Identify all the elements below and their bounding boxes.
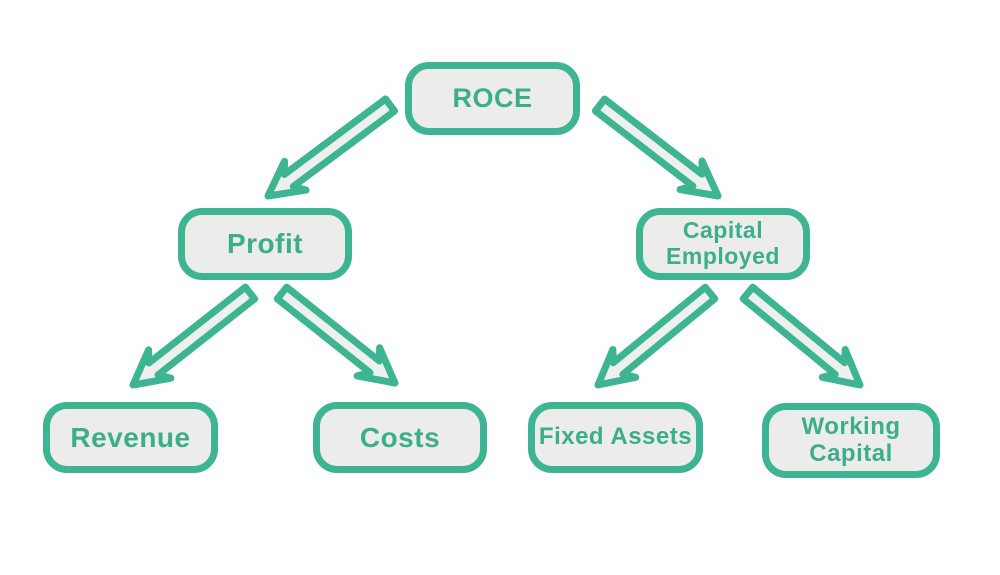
node-working-capital: Working Capital (762, 403, 940, 478)
arrow-capital_employed-to-working_capital (739, 283, 864, 389)
node-fixed-assets-label: Fixed Assets (538, 423, 693, 451)
arrow-profit-to-revenue (129, 283, 259, 389)
node-roce: ROCE (405, 62, 580, 135)
node-capital-employed-label: Capital Employed (666, 217, 780, 269)
node-fixed-assets: Fixed Assets (528, 402, 703, 473)
node-revenue: Revenue (43, 402, 218, 473)
node-capital-employed: Capital Employed (636, 208, 810, 280)
node-working-capital-label: Working Capital (801, 412, 901, 467)
arrow-roce-to-profit (264, 95, 398, 200)
arrow-capital_employed-to-fixed_assets (594, 283, 719, 389)
node-costs-label: Costs (359, 421, 441, 453)
arrow-roce-to-capital_employed (591, 95, 722, 200)
node-costs: Costs (313, 402, 487, 473)
node-profit: Profit (178, 208, 352, 280)
node-roce-label: ROCE (452, 83, 533, 114)
arrow-profit-to-costs (273, 283, 399, 387)
node-profit-label: Profit (226, 228, 304, 260)
node-revenue-label: Revenue (70, 421, 191, 453)
